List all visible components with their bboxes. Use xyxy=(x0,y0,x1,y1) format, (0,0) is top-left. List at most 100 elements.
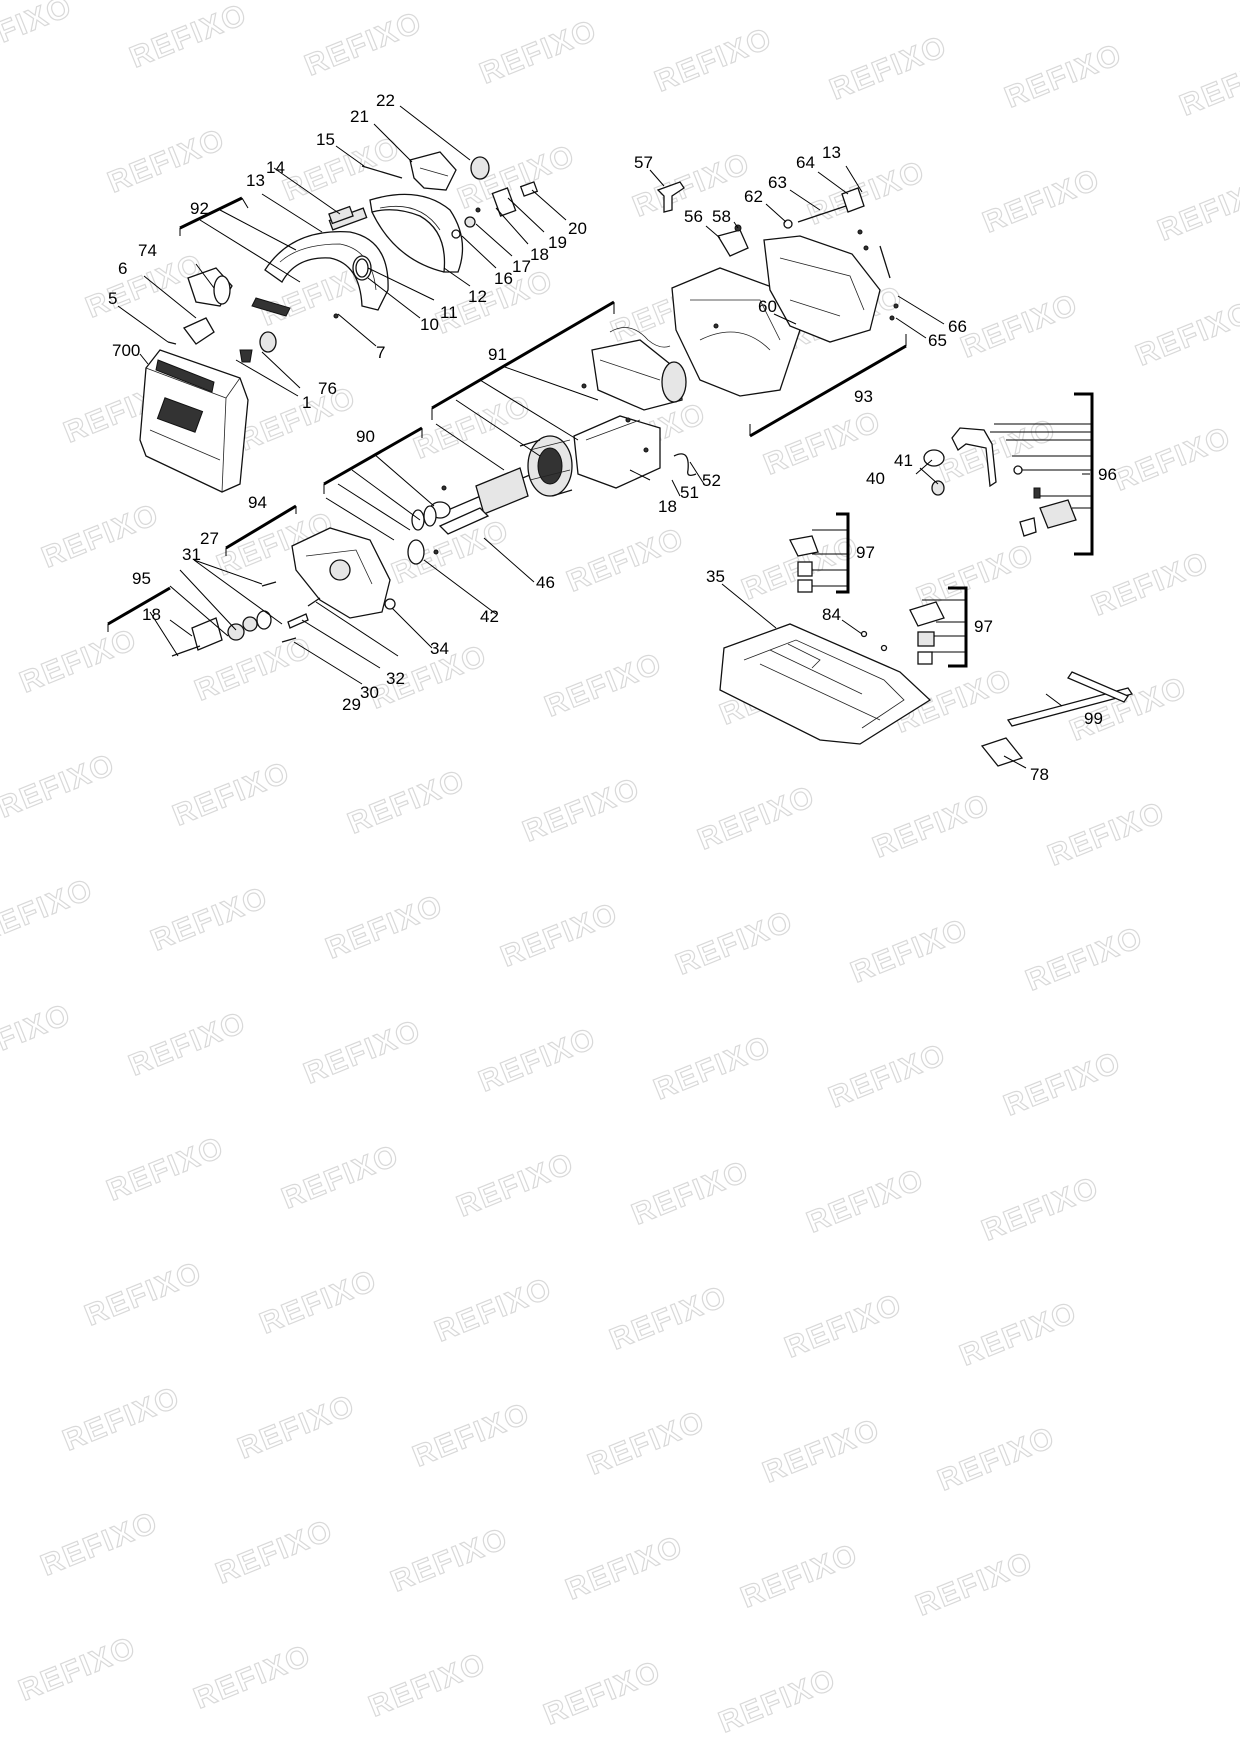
watermark-text: REFIXO xyxy=(649,1030,776,1107)
spindle-lock-drawing xyxy=(328,205,354,225)
label-18a: 18 xyxy=(530,245,549,264)
part-drawings xyxy=(139,151,1134,767)
watermark-text: REFIXO xyxy=(364,1647,491,1724)
watermark-text: REFIXO xyxy=(452,1147,579,1224)
label-65: 65 xyxy=(928,331,947,350)
label-94: 94 xyxy=(248,493,267,512)
watermark-text: REFIXO xyxy=(1175,46,1240,123)
label-62: 62 xyxy=(744,187,763,206)
watermark-text: REFIXO xyxy=(803,155,930,232)
spring-52-drawing xyxy=(673,453,697,476)
carry-case-drawing xyxy=(139,349,249,493)
pin-66-drawing xyxy=(879,245,891,279)
watermark-text: REFIXO xyxy=(80,1256,207,1333)
label-21: 21 xyxy=(350,107,369,126)
kit-97b-drawing xyxy=(909,601,945,665)
knob-41-drawing xyxy=(923,449,945,467)
spindle-assembly-drawing xyxy=(171,610,272,657)
watermark-text: REFIXO xyxy=(58,1381,185,1458)
label-64: 64 xyxy=(796,153,815,172)
watermark-text: REFIXO xyxy=(277,1139,404,1216)
label-63: 63 xyxy=(768,173,787,192)
watermark-text: REFIXO xyxy=(15,623,142,700)
flange-76-drawing xyxy=(259,331,277,353)
label-14: 14 xyxy=(266,158,285,177)
watermark-text: REFIXO xyxy=(605,1280,732,1357)
label-29: 29 xyxy=(342,695,361,714)
watermark-text: REFIXO xyxy=(780,1288,907,1365)
label-27: 27 xyxy=(200,529,219,548)
label-58: 58 xyxy=(712,207,731,226)
gear-31-drawing xyxy=(287,613,309,629)
watermark-text: REFIXO xyxy=(321,889,448,966)
label-18b: 18 xyxy=(142,605,161,624)
label-13b: 13 xyxy=(822,143,841,162)
depth-lever-drawing xyxy=(491,181,539,217)
watermark-text: REFIXO xyxy=(868,788,995,865)
label-92: 92 xyxy=(190,199,209,218)
kit-96-drawing xyxy=(951,427,1077,537)
watermark-text: REFIXO xyxy=(146,881,273,958)
watermark-text: REFIXO xyxy=(1043,796,1170,873)
watermark-text: REFIXO xyxy=(911,1546,1038,1623)
pin-27-drawing xyxy=(261,581,277,587)
watermark-text: REFIXO xyxy=(475,14,602,91)
kit-97a-drawing xyxy=(789,535,819,593)
label-60: 60 xyxy=(758,297,777,316)
label-51: 51 xyxy=(680,483,699,502)
watermark-text: REFIXO xyxy=(1021,921,1148,998)
watermark-text: REFIXO xyxy=(802,1163,929,1240)
dust-port-drawing xyxy=(187,267,233,307)
watermark-text: REFIXO xyxy=(430,1272,557,1349)
watermark-text: REFIXO xyxy=(0,998,76,1075)
label-31: 31 xyxy=(182,545,201,564)
label-95: 95 xyxy=(132,569,151,588)
label-22: 22 xyxy=(376,91,395,110)
label-46: 46 xyxy=(536,573,555,592)
watermark-text: REFIXO xyxy=(583,1405,710,1482)
watermark-text: REFIXO xyxy=(978,163,1105,240)
watermark-text: REFIXO xyxy=(496,897,623,974)
watermark-text: REFIXO xyxy=(650,22,777,99)
watermark-text: REFIXO xyxy=(409,389,536,466)
watermark-text: REFIXO xyxy=(453,139,580,216)
label-15: 15 xyxy=(316,130,335,149)
watermark-text: REFIXO xyxy=(518,772,645,849)
lower-blade-guard-drawing xyxy=(369,193,464,273)
label-5: 5 xyxy=(108,289,117,308)
watermark-text: REFIXO xyxy=(474,1022,601,1099)
pin-29-drawing xyxy=(281,637,297,643)
stator-drawing xyxy=(527,435,573,497)
label-11: 11 xyxy=(440,303,458,322)
watermark-text: REFIXO xyxy=(386,1522,513,1599)
screw-84-drawing xyxy=(860,630,868,638)
label-97b: 97 xyxy=(974,617,993,636)
label-91: 91 xyxy=(488,345,507,364)
watermark-text: REFIXO xyxy=(540,647,667,724)
watermark-text: REFIXO xyxy=(0,873,98,950)
watermark-text: REFIXO xyxy=(343,764,470,841)
label-66: 66 xyxy=(948,317,967,336)
watermark-text: REFIXO xyxy=(758,1413,885,1490)
watermark-text: REFIXO xyxy=(1087,546,1214,623)
dust-nozzle-drawing xyxy=(182,317,215,345)
label-78-drawing xyxy=(980,737,1024,767)
label-30: 30 xyxy=(360,683,379,702)
watermark-text: REFIXO xyxy=(562,522,689,599)
watermark-text: REFIXO xyxy=(627,1155,754,1232)
screw-5-drawing xyxy=(167,341,177,345)
watermark-text: REFIXO xyxy=(299,1014,426,1091)
label-13a: 13 xyxy=(246,171,265,190)
label-32: 32 xyxy=(386,669,405,688)
watermark-text: REFIXO xyxy=(233,1389,360,1466)
armature-drawing xyxy=(411,461,561,535)
watermark-text: REFIXO xyxy=(693,780,820,857)
label-42: 42 xyxy=(480,607,499,626)
watermark-text: REFIXO xyxy=(714,1663,841,1740)
label-16: 16 xyxy=(494,269,513,288)
watermark-text: REFIXO xyxy=(539,1655,666,1732)
part-labels: 22 21 15 14 13 92 74 6 5 700 76 1 7 10 1… xyxy=(108,91,1117,784)
watermark-text: REFIXO xyxy=(300,6,427,83)
watermark-text: REFIXO xyxy=(561,1530,688,1607)
label-93: 93 xyxy=(854,387,873,406)
